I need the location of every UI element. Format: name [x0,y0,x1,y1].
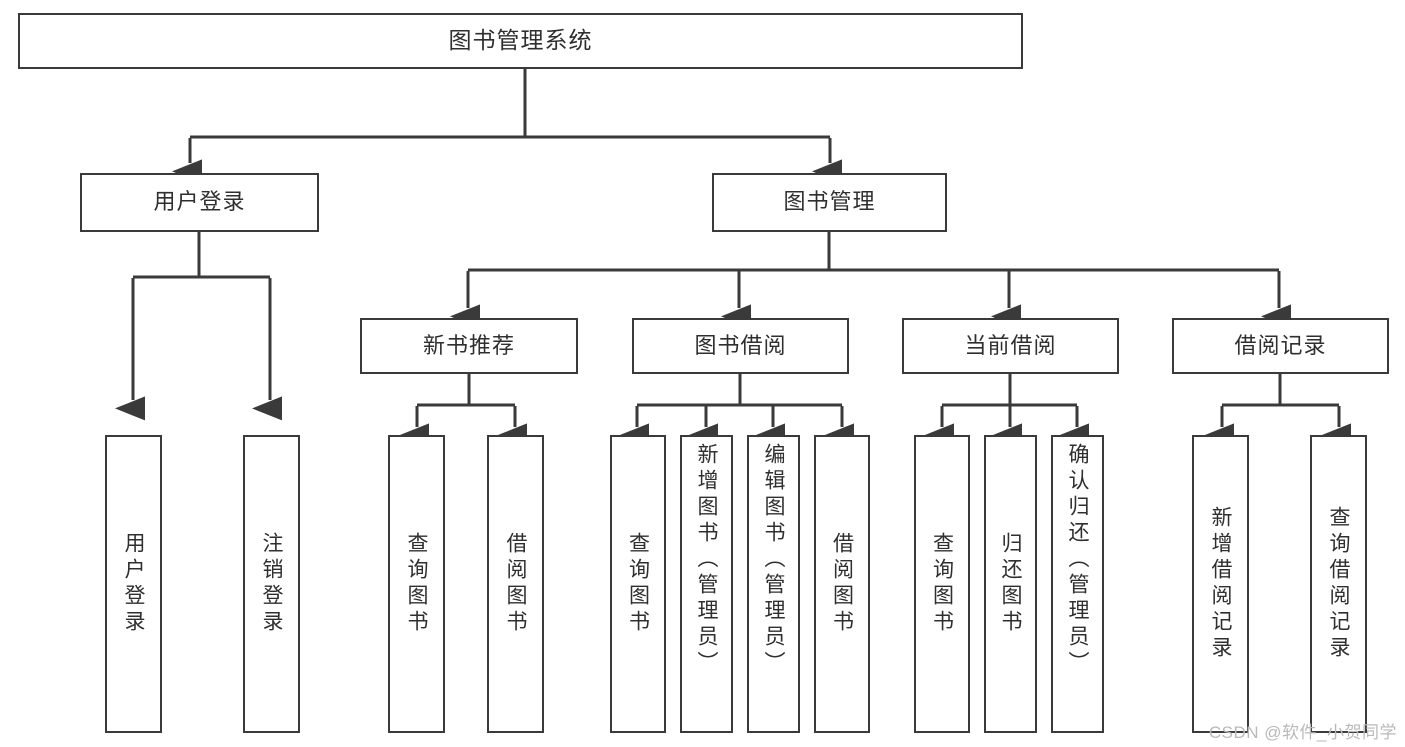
node-borrow-record[interactable]: 借阅记录 [1172,318,1389,374]
node-current-borrow-label: 当前借阅 [964,332,1057,358]
leaf-record-query[interactable]: 查询借阅记录 [1310,435,1367,733]
leaf-label: 查询图书 [930,532,954,636]
node-book-management[interactable]: 图书管理 [712,173,947,232]
leaf-new-book-borrow[interactable]: 借阅图书 [487,435,544,733]
leaf-label: 归还图书 [999,532,1022,636]
node-new-book-recommend-label: 新书推荐 [422,332,515,358]
leaf-borrow-add-book[interactable]: 新增图书（管理员） [680,435,733,733]
leaf-current-confirm-return[interactable]: 确认归还（管理员） [1051,435,1104,733]
leaf-label: 编辑图书（管理员） [762,443,785,677]
leaf-label: 确认归还（管理员） [1066,443,1089,677]
node-root-label: 图书管理系统 [448,27,593,54]
node-book-management-label: 图书管理 [783,189,876,215]
leaf-current-return-book[interactable]: 归还图书 [984,435,1037,733]
leaf-borrow-query-book[interactable]: 查询图书 [610,435,666,733]
node-user-login[interactable]: 用户登录 [80,173,319,232]
leaf-borrow-edit-book[interactable]: 编辑图书（管理员） [747,435,800,733]
csdn-watermark: CSDN @软件_小贺同学 [1208,723,1397,742]
node-book-borrow[interactable]: 图书借阅 [632,318,849,374]
node-borrow-record-label: 借阅记录 [1234,332,1327,358]
leaf-user-login-login[interactable]: 用户登录 [105,435,162,733]
leaf-label: 新增图书（管理员） [695,443,718,677]
leaf-label: 借阅图书 [830,532,854,636]
node-user-login-label: 用户登录 [153,189,246,215]
node-root[interactable]: 图书管理系统 [18,13,1023,69]
leaf-borrow-borrow-book[interactable]: 借阅图书 [814,435,870,733]
leaf-new-book-query[interactable]: 查询图书 [388,435,445,733]
leaf-current-query-book[interactable]: 查询图书 [914,435,970,733]
leaf-label: 查询图书 [405,532,428,636]
leaf-label: 借阅图书 [504,532,527,636]
leaf-record-add[interactable]: 新增借阅记录 [1192,435,1249,733]
node-book-borrow-label: 图书借阅 [694,332,787,358]
leaf-label: 查询借阅记录 [1327,506,1350,662]
node-new-book-recommend[interactable]: 新书推荐 [360,318,578,374]
leaf-label: 注销登录 [260,532,283,636]
leaf-label: 用户登录 [122,532,145,636]
node-current-borrow[interactable]: 当前借阅 [902,318,1119,374]
leaf-label: 新增借阅记录 [1209,506,1232,662]
leaf-user-login-logout[interactable]: 注销登录 [243,435,300,733]
leaf-label: 查询图书 [626,532,650,636]
